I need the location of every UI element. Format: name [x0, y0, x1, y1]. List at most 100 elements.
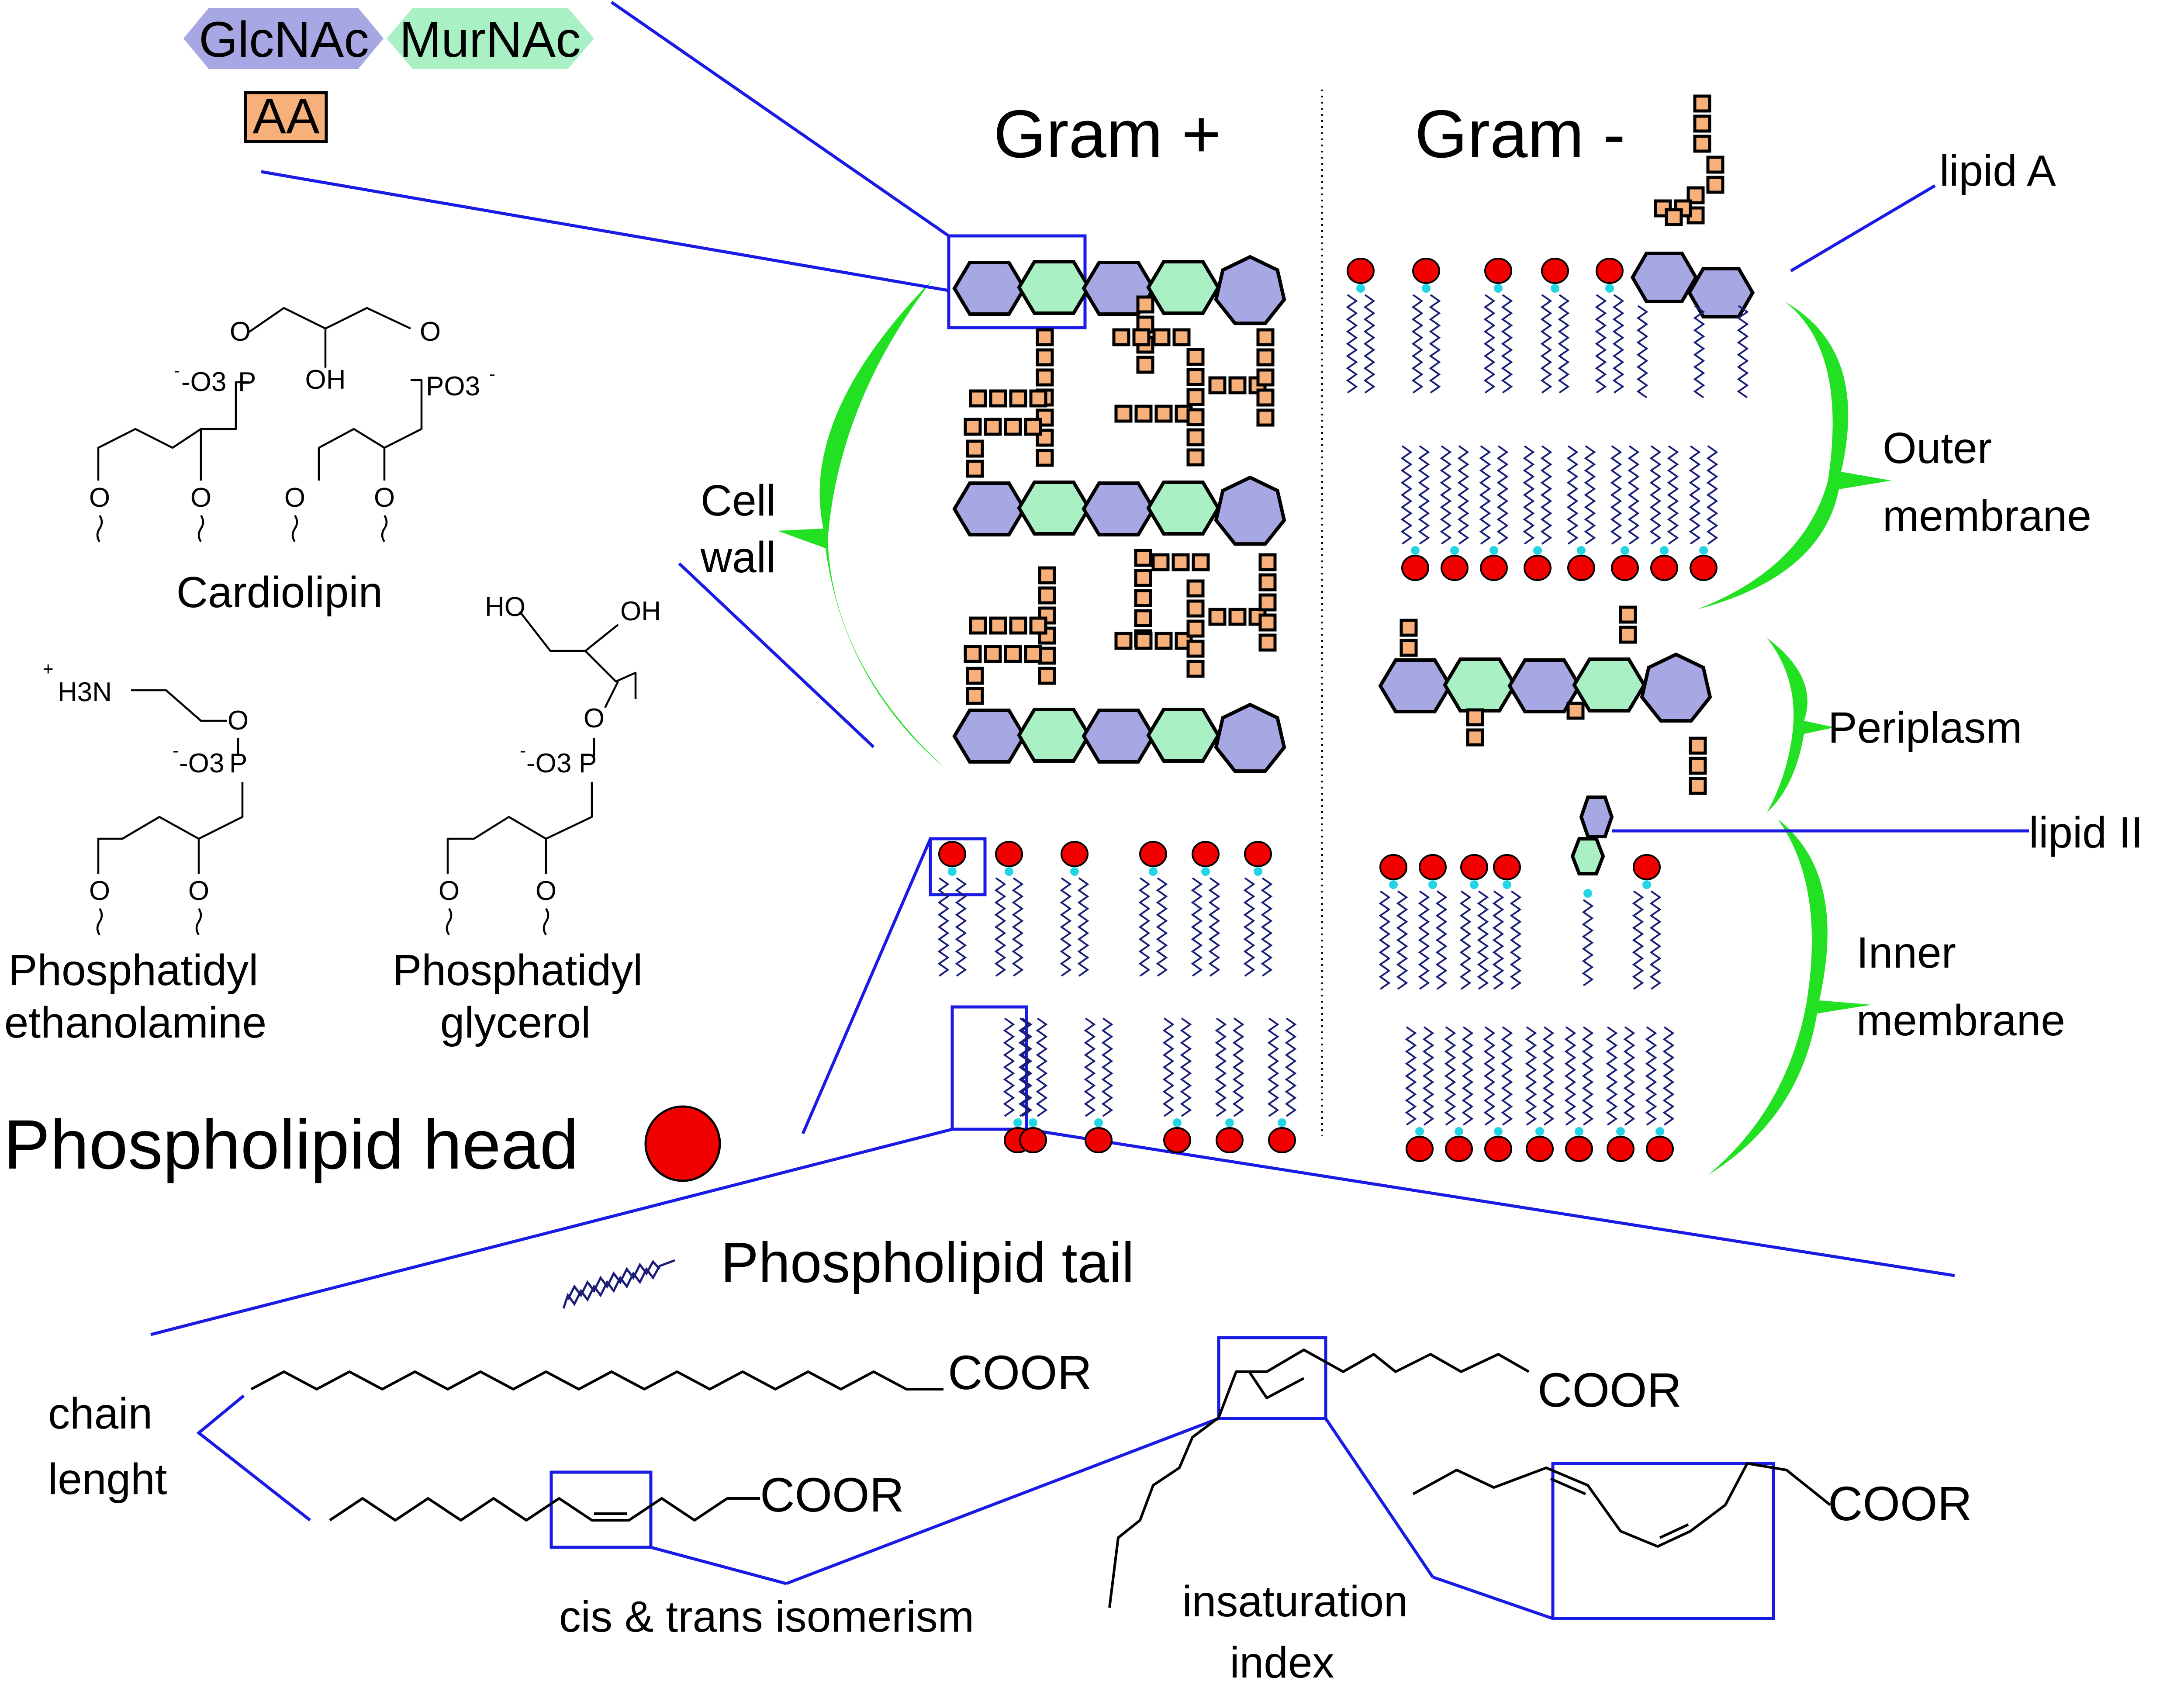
phospholipid-tail	[1418, 445, 1430, 545]
amino-acid	[1186, 388, 1205, 406]
amino-acid	[1693, 94, 1711, 113]
amino-acid	[964, 645, 982, 663]
amino-acid	[1689, 757, 1707, 775]
phospholipid-tail	[1405, 1026, 1417, 1126]
glcnac-ring	[1082, 709, 1156, 764]
amino-acid	[1009, 389, 1027, 408]
svg-text:P: P	[238, 367, 256, 397]
phosphate-link	[1470, 880, 1479, 889]
amino-acid	[1258, 553, 1277, 571]
phospholipid-tail	[1584, 445, 1596, 545]
murnac-ring	[1572, 657, 1646, 713]
svg-text:P: P	[579, 748, 597, 778]
amino-acid	[1036, 449, 1054, 467]
phosphate-link	[1149, 867, 1158, 876]
amino-acid	[1256, 328, 1275, 346]
phospholipid-tail	[1162, 1017, 1175, 1117]
glcnac-ring	[1082, 481, 1156, 536]
amino-acid	[1186, 408, 1205, 426]
phosphate-link	[1535, 1127, 1544, 1136]
svg-text:-: -	[489, 363, 495, 384]
amino-acid	[1256, 408, 1275, 427]
phospholipid-tail	[1208, 877, 1220, 977]
phospholipid-tail	[1101, 1017, 1113, 1117]
phospholipid-tail	[1422, 1026, 1434, 1126]
phospholipid-head	[1244, 841, 1272, 867]
phospholipid-tail	[1501, 294, 1513, 394]
svg-text:O: O	[230, 317, 251, 347]
lipid-a-sugar	[1687, 267, 1755, 318]
outer-membrane-brace	[1697, 301, 1891, 609]
trans-zoom-box	[549, 1470, 653, 1549]
svg-text:O: O	[420, 317, 441, 347]
cis-zoom-box	[1217, 1336, 1327, 1420]
phospholipid-tail	[1020, 1017, 1033, 1117]
amino-acid	[1029, 616, 1047, 635]
amino-acid	[989, 389, 1007, 408]
amino-acid	[1186, 348, 1205, 366]
phospholipid-head	[1596, 258, 1624, 284]
phospholipid-tail	[1084, 1017, 1096, 1117]
phospholipid-tail	[1462, 1026, 1474, 1126]
amino-acid	[1186, 599, 1205, 618]
amino-acid	[1689, 737, 1707, 755]
amino-acid	[984, 418, 1002, 436]
glcnac-ring	[1214, 475, 1286, 546]
phosphate-link	[1225, 1118, 1234, 1127]
phospholipid-tail	[1440, 445, 1452, 545]
polyunsaturated-zoom-box	[1551, 1462, 1775, 1620]
phospholipid-tail	[1077, 877, 1089, 977]
glcnac-ring	[952, 261, 1026, 316]
phospholipid-tail-key-icon	[562, 1259, 675, 1309]
glcnac-ring	[1214, 255, 1286, 325]
phospholipid-head	[1216, 1127, 1244, 1153]
phospholipid-head	[1607, 1136, 1635, 1162]
amino-acid	[1186, 368, 1205, 386]
phospholipid-head	[1524, 555, 1552, 581]
phospholipid-head	[1019, 1127, 1047, 1153]
phosphate-link	[1621, 546, 1629, 555]
phospholipid-head	[1541, 258, 1569, 284]
svg-text:O: O	[284, 483, 305, 513]
amino-acid	[966, 687, 984, 705]
phospholipid-tail	[1649, 445, 1662, 545]
phospholipid-head	[1484, 258, 1512, 284]
svg-text:+: +	[43, 658, 54, 679]
phospholipid-tail	[1540, 445, 1552, 545]
cell-wall-label-line2: wall	[700, 533, 776, 582]
zoom-connectors	[150, 1, 2029, 1620]
amino-acid	[1152, 328, 1171, 346]
amino-acid	[1038, 667, 1056, 685]
phospholipid-tail	[1435, 890, 1448, 990]
inner-membrane-label-line1: Inner	[1856, 928, 1956, 977]
phospholipid-tail	[1645, 1026, 1657, 1126]
phospholipid-tail	[1215, 1017, 1227, 1117]
phospholipid-tail	[1628, 445, 1640, 545]
periplasm-label: Periplasm	[1828, 703, 2022, 752]
svg-text:PO3: PO3	[426, 371, 480, 401]
phosphate-link	[1577, 546, 1586, 555]
phospholipid-tail	[1510, 890, 1522, 990]
pg-label-line2: glycerol	[440, 998, 591, 1047]
murnac-ring	[1146, 708, 1220, 763]
sugar-legend: GlcNAc MurNAc AA	[183, 8, 594, 144]
amino-acid	[1256, 348, 1275, 367]
cardiolipin-structure: O - -O3 P OH O PO3 - O O O O Cardiolipin	[89, 307, 495, 617]
phospholipid-head	[1419, 854, 1447, 880]
phospholipid-tail	[1492, 890, 1504, 990]
phospholipid-head	[1611, 555, 1639, 581]
phospholipid-tail	[955, 877, 967, 977]
phospholipid-head	[995, 841, 1023, 867]
amino-acid	[1136, 295, 1154, 314]
phospholipid-tail	[1483, 294, 1496, 394]
phosphate-link	[1029, 1118, 1037, 1127]
phosphate-link	[1489, 546, 1498, 555]
amino-acid	[1256, 368, 1275, 387]
phosphate-link	[1699, 546, 1708, 555]
phospholipid-tail	[1243, 877, 1255, 977]
amino-acid	[1186, 619, 1205, 638]
phospholipid-tail	[1457, 445, 1469, 545]
fatty-acid-chains: chain lenght COOR COOR cis & trans isome…	[48, 1346, 1972, 1681]
inner-membrane-label-line2: membrane	[1856, 996, 2065, 1045]
svg-text:OH: OH	[305, 365, 346, 395]
